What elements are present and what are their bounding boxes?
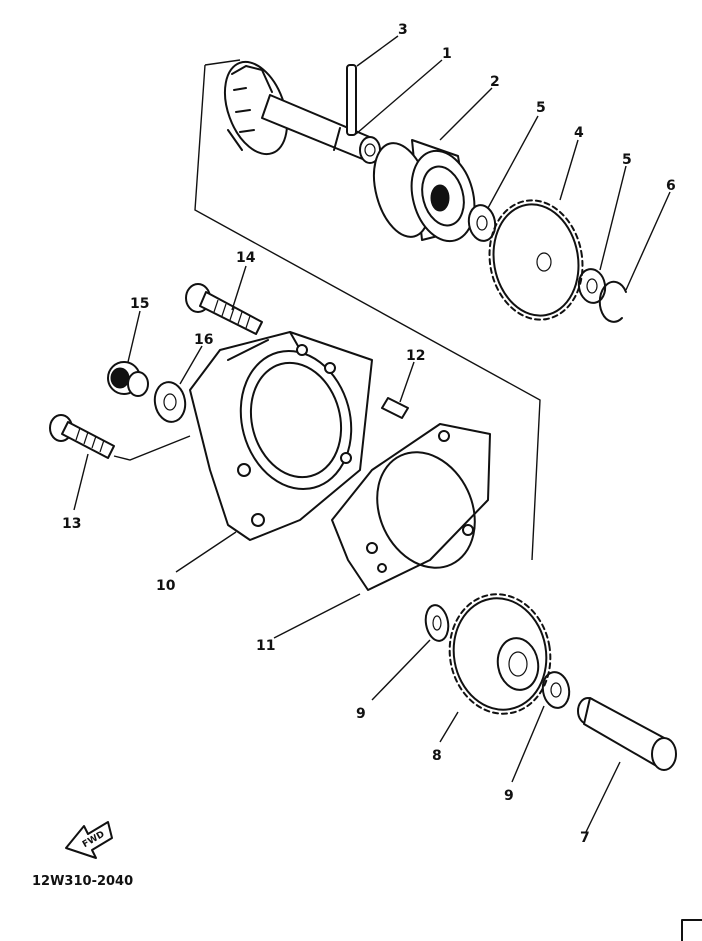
washer-part-9-lower: [541, 671, 571, 709]
callout-10: 10: [156, 578, 176, 594]
impeller-shaft: [223, 60, 381, 164]
bolt-part-13: [49, 414, 115, 459]
callout-7: 7: [580, 830, 590, 846]
callout-15: 15: [130, 296, 149, 312]
washer-part-5-lower: [577, 268, 607, 304]
fwd-arrow-icon: FWD: [65, 821, 113, 859]
drive-gear: [448, 593, 552, 715]
callout-4: 4: [574, 125, 584, 141]
diagram-code: 12W310-2040: [32, 874, 133, 889]
callout-16: 16: [194, 332, 213, 348]
callout-6: 6: [666, 178, 676, 194]
callout-9-upper: 9: [356, 706, 366, 722]
callout-1: 1: [442, 46, 452, 62]
washer-part-9-upper: [424, 604, 450, 642]
assembly-outline: [194, 59, 541, 561]
callout-12: 12: [406, 348, 425, 364]
impeller-gear: [488, 199, 584, 321]
callout-5-lower: 5: [622, 152, 632, 168]
callout-labels: 3 1 2 5 4 5 6 14 15 16 12 13 10 11 9 8 9…: [62, 22, 676, 846]
callout-3: 3: [398, 22, 408, 38]
washer-part-5-upper: [467, 204, 497, 242]
callout-9-lower: 9: [504, 788, 514, 804]
corner-mark: [681, 919, 702, 941]
circlip: [598, 280, 627, 323]
dowel-pin: [381, 397, 409, 419]
bolt-part-14: [185, 283, 263, 335]
oil-seal: [372, 139, 476, 243]
pump-housing: [189, 331, 373, 541]
callout-14: 14: [236, 250, 256, 266]
pin-part-3: [346, 64, 357, 136]
callout-5-upper: 5: [536, 100, 546, 116]
plug-screw: [107, 361, 149, 397]
gasket: [331, 423, 491, 591]
shaft-part-7: [577, 697, 677, 771]
callout-11: 11: [256, 638, 275, 654]
callout-8: 8: [432, 748, 442, 764]
leader-lines: [73, 35, 671, 833]
washer-part-16: [153, 381, 187, 423]
callout-13: 13: [62, 516, 81, 532]
callout-2: 2: [490, 74, 500, 90]
